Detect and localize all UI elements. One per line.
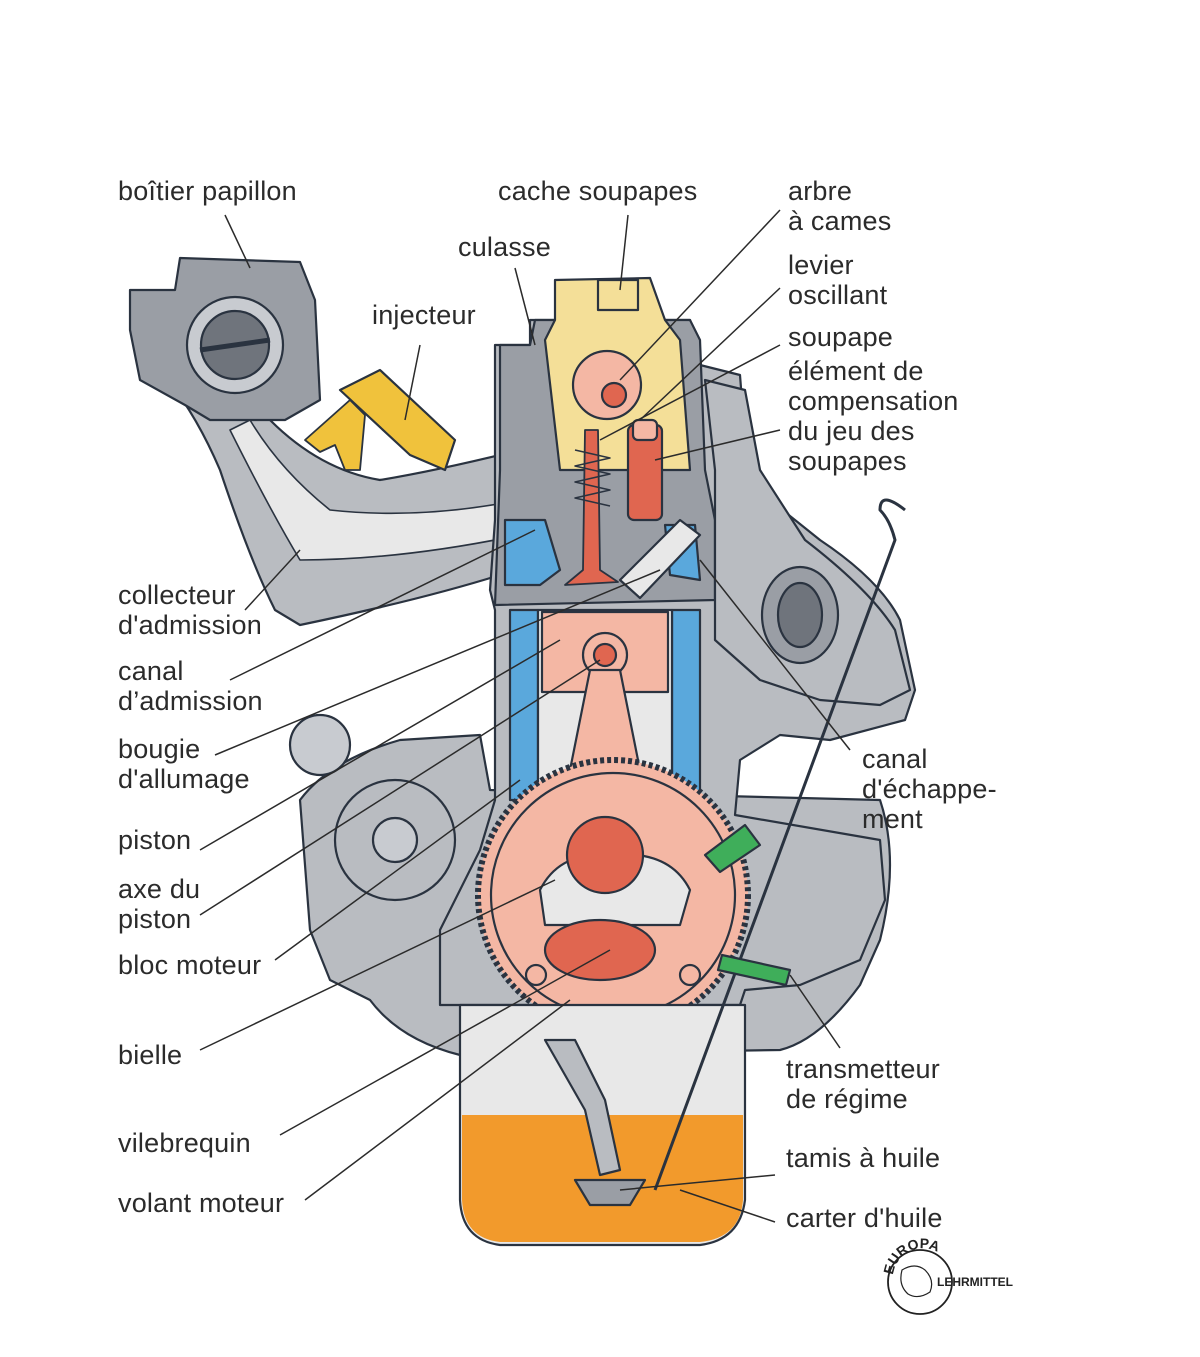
injector-body — [338, 368, 457, 472]
label-volant-moteur: volant moteur — [118, 1188, 285, 1218]
leader-lines — [199, 209, 851, 1223]
valve — [564, 429, 619, 586]
leader-volant-moteur — [304, 999, 571, 1201]
flywheel-bolt-right — [678, 963, 702, 987]
leader-tamis — [619, 1174, 776, 1191]
leader-culasse — [514, 267, 536, 346]
exhaust-port — [776, 581, 824, 649]
leader-vilebrequin — [279, 949, 611, 1136]
dipstick — [653, 498, 906, 1191]
label-piston: piston — [118, 825, 192, 855]
throttle-plate — [199, 337, 271, 353]
injector-fitting — [304, 399, 366, 471]
flywheel-bolt-left — [524, 963, 548, 987]
big-end-bearing — [565, 815, 645, 895]
idler-pulley — [288, 713, 352, 777]
leader-bougie — [214, 569, 661, 756]
label-injecteur: injecteur — [372, 300, 476, 330]
oil-level — [462, 1115, 743, 1242]
label-canal-admission: canal d’admission — [118, 656, 263, 716]
valve-spring — [574, 449, 611, 507]
label-cache-soupapes: cache soupapes — [498, 176, 698, 206]
crankshaft-journal — [543, 918, 657, 982]
label-transmetteur-regime: transmetteur de régime — [786, 1054, 940, 1114]
leader-piston — [199, 639, 561, 851]
leader-levier-oscillant — [639, 287, 781, 421]
leader-element-compensation — [654, 429, 781, 461]
leader-carter — [679, 1189, 776, 1223]
oil-strainer — [573, 1178, 647, 1207]
lash-adjuster-top — [631, 418, 659, 442]
logo-side-text: LEHRMITTEL — [937, 1275, 1013, 1289]
label-carter-huile: carter d'huile — [786, 1203, 943, 1233]
leader-injecteur — [404, 344, 421, 421]
label-culasse: culasse — [458, 232, 551, 262]
leader-soupape — [599, 344, 781, 441]
pump-pulley-hub — [371, 816, 419, 864]
leader-bloc-moteur — [274, 779, 521, 961]
valve-cover-tab — [596, 278, 640, 312]
label-collecteur-admission: collecteur d'admission — [118, 580, 262, 640]
label-bloc-moteur: bloc moteur — [118, 950, 262, 980]
oil-pickup-tube — [543, 1038, 622, 1177]
leader-arbre-a-cames — [619, 209, 781, 381]
label-axe-du-piston: axe du piston — [118, 874, 201, 934]
logo-globe — [887, 1249, 953, 1315]
leader-collecteur — [244, 549, 301, 611]
cylinder-wall-left — [508, 608, 540, 802]
label-bielle: bielle — [118, 1040, 183, 1070]
leader-axe-piston — [199, 659, 601, 916]
label-element-compensation: élément de compensation du jeu des soupa… — [788, 356, 959, 476]
label-canal-echappement: canal d'échappe- ment — [862, 744, 997, 834]
coolant-jacket-head — [503, 518, 562, 587]
label-tamis-a-huile: tamis à huile — [786, 1143, 941, 1173]
cylinder-wall-right — [670, 608, 702, 802]
label-levier-oscillant: levier oscillant — [788, 250, 888, 310]
label-boitier-papillon: boîtier papillon — [118, 176, 297, 206]
europa-lehrmittel-logo: EUROPA LEHRMITTEL — [880, 1235, 1013, 1315]
exhaust-manifold — [703, 378, 912, 707]
leader-cache-soupapes — [619, 214, 629, 291]
label-bougie-allumage: bougie d'allumage — [118, 734, 250, 794]
leader-canal-admission — [229, 529, 536, 681]
leader-bielle — [199, 879, 556, 1051]
leader-canal-echappement — [699, 559, 851, 751]
crank-position-sensor-green — [716, 953, 792, 987]
logo-globe-continents — [900, 1265, 933, 1298]
piston-pin-inner — [592, 642, 618, 668]
label-arbre-a-cames: arbre à cames — [788, 176, 892, 236]
knock-sensor-green — [703, 823, 762, 874]
camshaft-lobe — [600, 381, 628, 409]
leader-transmetteur — [789, 974, 841, 1049]
leader-boitier-papillon — [224, 214, 251, 269]
label-vilebrequin: vilebrequin — [118, 1128, 251, 1158]
label-soupape: soupape — [788, 322, 893, 352]
